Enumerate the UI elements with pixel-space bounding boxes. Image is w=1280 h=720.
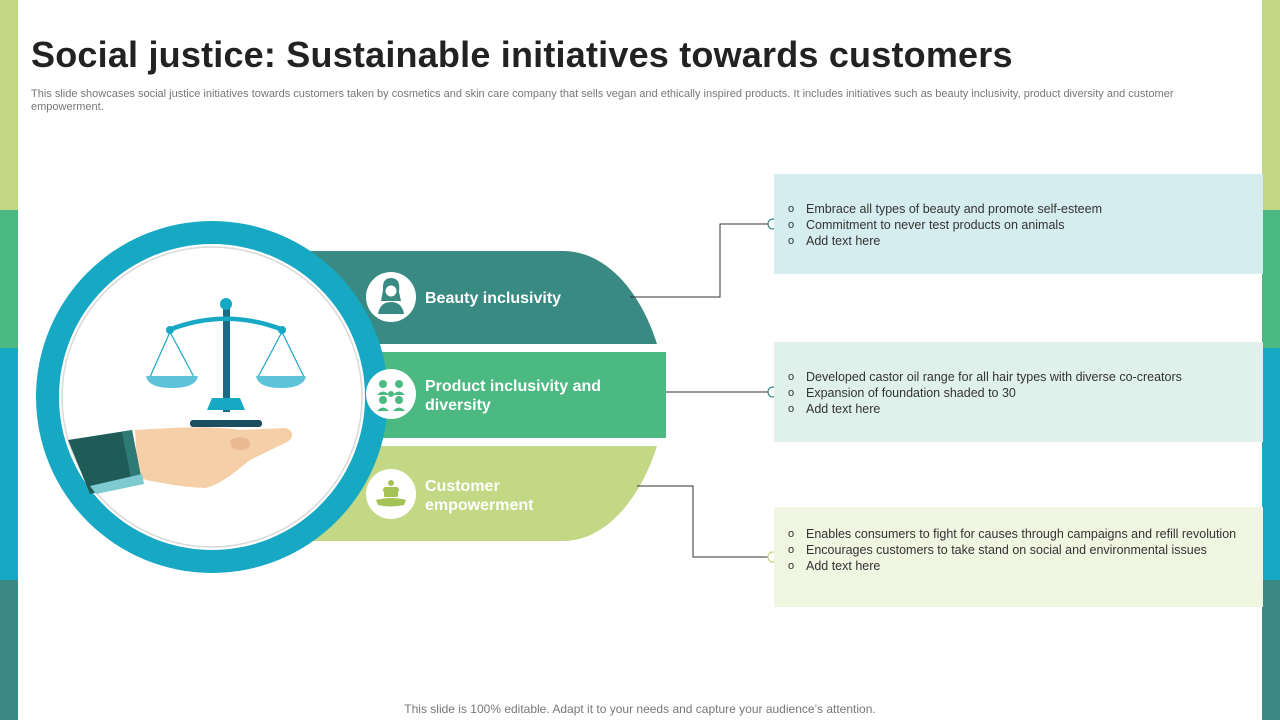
connector-line-3 [637, 485, 768, 558]
list-item: Enables consumers to fight for causes th… [788, 526, 1243, 542]
justice-scale-on-hand-icon [68, 298, 306, 494]
left-accent-strip [0, 0, 18, 210]
page-title: Social justice: Sustainable initiatives … [31, 34, 1013, 75]
footer-note: This slide is 100% editable. Adapt it to… [404, 702, 876, 716]
right-accent-strip [1262, 0, 1280, 210]
woman-user-icon [378, 278, 404, 314]
right-accent-strip [1262, 210, 1280, 348]
left-accent-strip [0, 210, 18, 348]
connector-line-1 [630, 223, 768, 298]
right-accent-strip [1262, 580, 1280, 720]
list-item: Embrace all types of beauty and promote … [788, 201, 1263, 217]
list-item: Developed castor oil range for all hair … [788, 369, 1263, 385]
detail-box-beauty-inclusivity: Embrace all types of beauty and promote … [774, 174, 1263, 274]
band-label-product-inclusivity: Product inclusivity and diversity [425, 378, 602, 414]
inner-white-circle [59, 244, 365, 550]
list-item: Encourages customers to take stand on so… [788, 542, 1243, 558]
left-accent-strip [0, 348, 18, 580]
detail-box-product-inclusivity: Developed castor oil range for all hair … [774, 342, 1263, 442]
list-item: Commitment to never test products on ani… [788, 217, 1263, 233]
list-item: Add text here [788, 233, 1263, 249]
right-accent-strip [1262, 348, 1280, 580]
band-label-beauty-inclusivity: Beauty inclusivity [425, 290, 562, 307]
empowerment-hand-icon [376, 480, 406, 507]
page-subtitle: This slide showcases social justice init… [31, 88, 1174, 113]
band-label-customer-empowerment: Customer empowerment [425, 478, 534, 514]
team-network-icon [377, 380, 405, 411]
left-accent-strip [0, 580, 18, 720]
list-item: Expansion of foundation shaded to 30 [788, 385, 1263, 401]
detail-box-customer-empowerment: Enables consumers to fight for causes th… [774, 507, 1263, 607]
list-item: Add text here [788, 401, 1263, 417]
list-item: Add text here [788, 558, 1243, 574]
